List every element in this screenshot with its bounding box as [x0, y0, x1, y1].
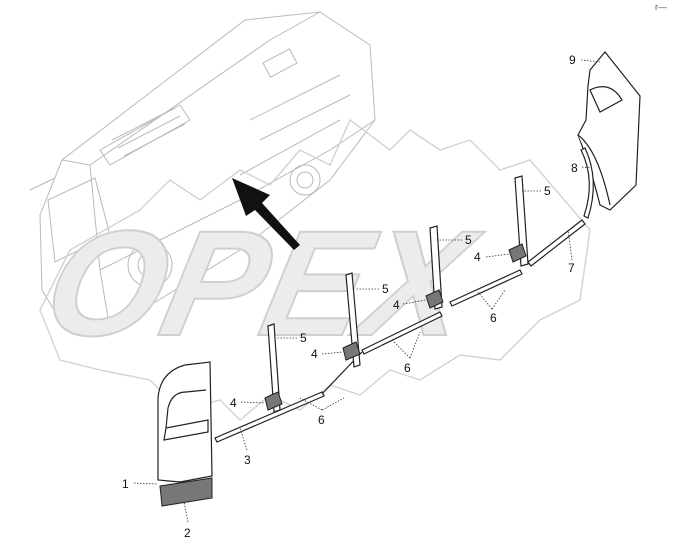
leader-lines: [133, 59, 601, 523]
bus-ghost-outline: [29, 11, 376, 331]
callout-4c: 4: [393, 298, 400, 312]
callout-5b: 5: [382, 282, 389, 296]
callout-2: 2: [184, 526, 191, 540]
svg-text:OPEX: OPEX: [32, 201, 492, 368]
callout-4d: 4: [474, 250, 481, 264]
arrow-icon: [232, 178, 300, 250]
brackets: [264, 243, 527, 411]
callout-4b: 4: [311, 347, 318, 361]
callout-9: 9: [569, 53, 576, 67]
callout-5d: 5: [544, 184, 551, 198]
callout-6a: 6: [318, 413, 325, 427]
callout-8: 8: [571, 161, 578, 175]
callout-5c: 5: [465, 233, 472, 247]
callout-3: 3: [244, 453, 251, 467]
watermark: OPEX: [31, 118, 591, 421]
callout-7: 7: [568, 261, 575, 275]
callout-1: 1: [122, 477, 129, 491]
corner-mark: r—: [655, 2, 667, 12]
part-1-front-cover: [157, 361, 213, 507]
callout-5a: 5: [300, 331, 307, 345]
part-8-seal-strip: [580, 147, 594, 219]
callout-4a: 4: [230, 396, 237, 410]
callout-6b: 6: [404, 361, 411, 375]
callout-6c: 6: [490, 311, 497, 325]
part-9-rear-panel: [577, 51, 641, 211]
callouts: 1 2 3 4 4 4 4 5 5 5 5 6 6 6 7 8 9: [122, 53, 578, 540]
lower-rails: [214, 219, 586, 443]
